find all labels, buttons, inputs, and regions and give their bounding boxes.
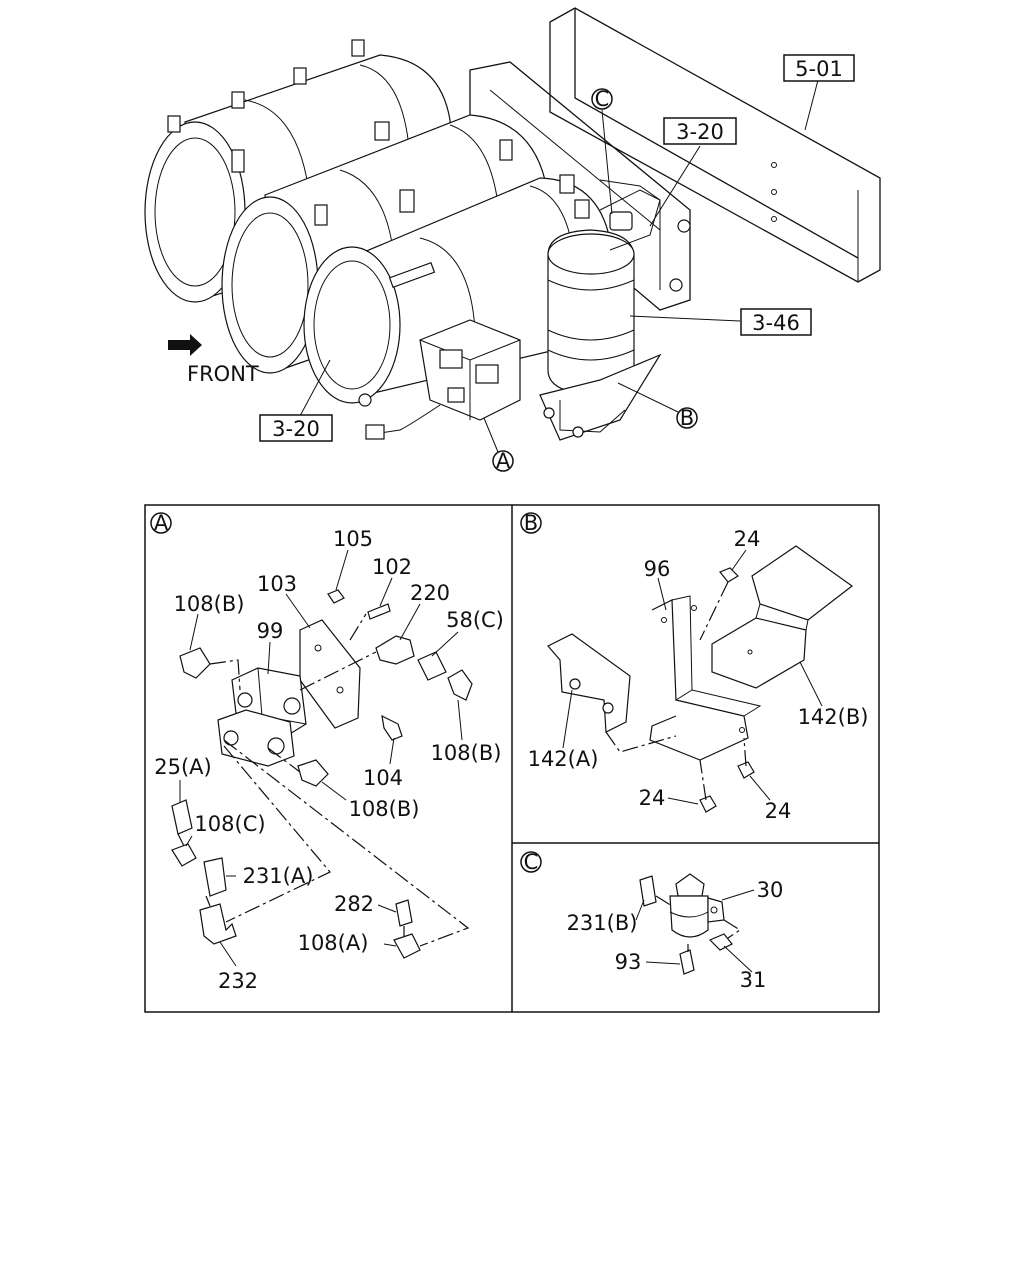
cover-142a [547, 633, 631, 733]
fitting-220 [375, 635, 415, 665]
mounting-plate [299, 619, 361, 729]
label-30: 30 [757, 878, 784, 902]
fitting-282 [395, 899, 413, 927]
elbow-108c [171, 843, 197, 867]
elbow-232 [199, 903, 237, 945]
label-231a: 231(A) [243, 864, 314, 888]
ref-label-5-01: 5-01 [795, 57, 843, 81]
air-dryer [539, 229, 662, 441]
detail-panel-a: A [150, 511, 504, 993]
detail-panels-frame [144, 504, 880, 1013]
fitting-25a [171, 799, 193, 835]
nut-24-top [719, 567, 739, 583]
ref-box-3-20-lower: 3-20 [259, 414, 333, 442]
overview-illustration: 5-01 3-20 3-46 3-20 FRONT C B [144, 7, 881, 473]
detail-panel-c: C 30 231(B) 93 31 [520, 850, 784, 992]
svg-text:B: B [680, 406, 694, 430]
panel-c-marker: C [520, 850, 542, 874]
bushing-58c [417, 651, 447, 681]
front-arrow-icon [168, 334, 202, 356]
callout-c: C [591, 87, 613, 111]
label-220: 220 [410, 581, 450, 605]
pressure-switch-30 [669, 873, 725, 938]
label-104: 104 [363, 766, 403, 790]
front-label: FRONT [187, 362, 259, 386]
elbow-108a [393, 933, 421, 959]
elbow-108b-middle [297, 759, 329, 787]
valve-body-99 [217, 667, 307, 767]
nut-105 [327, 589, 345, 604]
ref-box-3-46: 3-46 [740, 308, 812, 336]
panel-b-leaders [562, 549, 823, 805]
label-282: 282 [334, 892, 374, 916]
panel-a-marker: A [150, 511, 172, 535]
air-tank-front [303, 174, 611, 407]
elbow-108b-left [179, 647, 211, 679]
panel-b-marker: B [520, 511, 542, 535]
label-108c: 108(C) [194, 812, 265, 836]
label-108a: 108(A) [298, 931, 369, 955]
label-24-left: 24 [639, 786, 666, 810]
valve-block-assembly [365, 319, 521, 440]
nut-24-right [737, 761, 755, 779]
tee-231a [203, 857, 227, 897]
label-96: 96 [644, 557, 671, 581]
label-102: 102 [372, 555, 412, 579]
label-108b-2: 108(B) [431, 741, 502, 765]
svg-text:A: A [154, 511, 169, 535]
label-93: 93 [615, 950, 642, 974]
panel-a-leaders [177, 549, 470, 967]
label-24-right: 24 [765, 799, 792, 823]
nut-24-left [699, 795, 717, 813]
callout-a: A [492, 449, 514, 473]
label-99: 99 [257, 619, 284, 643]
ref-label-3-46: 3-46 [752, 311, 800, 335]
elbow-108b-right [447, 669, 473, 701]
ref-label-3-20-lower: 3-20 [272, 417, 320, 441]
frame-rail [549, 7, 881, 283]
panel-c-leaders [635, 889, 755, 973]
label-25a: 25(A) [154, 755, 211, 779]
label-31: 31 [740, 968, 767, 992]
pressure-switch-location [599, 189, 661, 251]
overview-leaders [299, 79, 819, 453]
svg-text:B: B [524, 511, 538, 535]
label-105: 105 [333, 527, 373, 551]
label-231b: 231(B) [567, 911, 638, 935]
cover-142b [711, 617, 807, 689]
label-142a: 142(A) [528, 747, 599, 771]
fitting-231b [639, 875, 657, 907]
bolt-104 [381, 714, 403, 741]
callout-b: B [676, 406, 698, 430]
label-58c: 58(C) [446, 608, 504, 632]
label-24-top: 24 [734, 527, 761, 551]
label-108b-3: 108(B) [349, 797, 420, 821]
fitting-93 [679, 949, 695, 975]
svg-text:C: C [524, 850, 539, 874]
svg-text:C: C [595, 87, 610, 111]
bracket-96 [649, 599, 749, 761]
ref-label-3-20-upper: 3-20 [676, 120, 724, 144]
label-232: 232 [218, 969, 258, 993]
bolt-102 [367, 603, 391, 620]
cover-142b-top [751, 545, 854, 621]
detail-panel-b: B [520, 511, 869, 823]
label-103: 103 [257, 572, 297, 596]
bolt-31 [708, 933, 733, 951]
svg-text:A: A [496, 449, 511, 473]
label-142b: 142(B) [798, 705, 869, 729]
label-108b-1: 108(B) [174, 592, 245, 616]
ref-box-3-20-upper: 3-20 [663, 117, 737, 145]
ref-box-5-01: 5-01 [783, 54, 855, 82]
